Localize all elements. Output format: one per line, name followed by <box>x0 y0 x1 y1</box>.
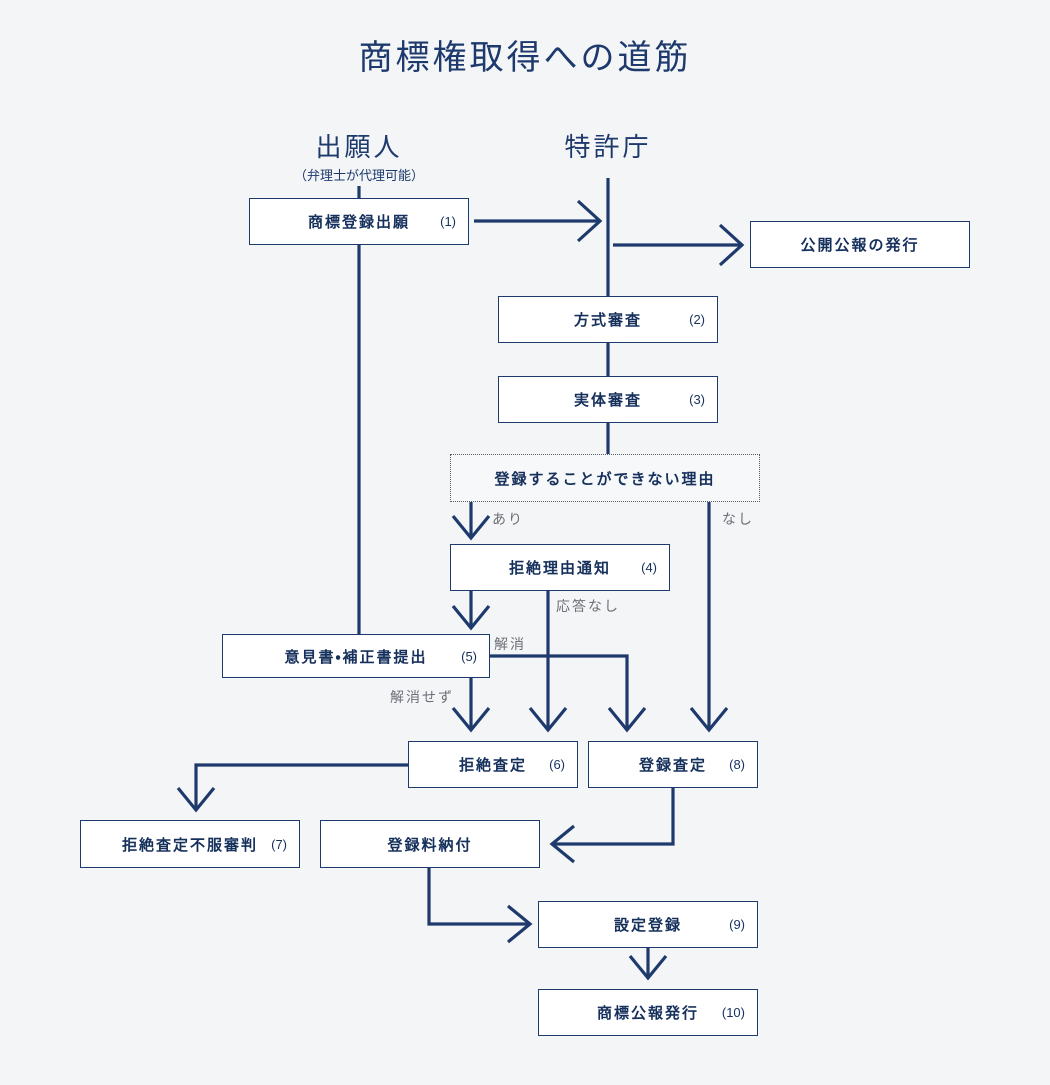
node-label: 登録することができない理由 <box>494 470 716 488</box>
wire-fee-to-n9 <box>427 868 530 926</box>
arrowhead-n6-to-n7 <box>176 786 216 813</box>
node-number: (5) <box>461 648 477 664</box>
node-formality-examination[interactable]: 方式審査 (2) <box>498 296 718 343</box>
node-label: 方式審査 <box>573 312 642 329</box>
arrowhead-n4-to-n5 <box>451 604 491 631</box>
node-label: 拒絶理由通知 <box>508 560 611 577</box>
arrowhead-dec-nashi <box>689 706 729 733</box>
node-number: (8) <box>729 757 745 772</box>
arrowhead-dec-ari <box>451 514 491 541</box>
edge-label-no-response: 応答なし <box>556 598 620 614</box>
node-label: 設定登録 <box>613 917 682 934</box>
column-subtitle-applicant: （弁理士が代理可能） <box>293 167 424 183</box>
node-label: 拒絶査定 <box>458 757 527 774</box>
arrowhead-jpo-to-pub <box>718 223 745 267</box>
node-written-opinion-amendment[interactable]: 意見書・補正書提出 (5) <box>222 634 490 678</box>
edge-label-ari: あり <box>492 511 524 527</box>
node-trademark-application[interactable]: 商標登録出願 (1) <box>249 198 469 245</box>
node-label: 商標登録出願 <box>307 214 410 231</box>
column-header-applicant: 出願人 （弁理士が代理可能） <box>259 132 459 184</box>
column-title-jpo: 特許庁 <box>564 132 652 162</box>
node-number: (4) <box>641 560 657 575</box>
node-label: 意見書・補正書提出 <box>284 648 428 666</box>
node-label: 実体審査 <box>573 392 642 409</box>
node-label: 公開公報の発行 <box>800 237 920 254</box>
arrowhead-n4-no-response <box>528 706 568 733</box>
column-header-jpo: 特許庁 <box>508 132 708 163</box>
edge-label-resolved: 解消 <box>494 636 526 652</box>
node-number: (1) <box>440 214 456 229</box>
arrowhead-n5-kaishosezu <box>451 706 491 733</box>
wire-n5-kaisho <box>490 654 629 730</box>
arrowhead-n8-to-fee <box>549 824 576 864</box>
node-registration-fee-payment[interactable]: 登録料納付 <box>320 820 540 868</box>
node-refusal-grounds-decision: 登録することができない理由 <box>450 454 760 502</box>
edge-label-not-resolved: 解消せず <box>390 689 454 705</box>
node-appeal-against-refusal[interactable]: 拒絶査定不服審判 (7) <box>80 820 300 868</box>
node-publication-gazette[interactable]: 公開公報の発行 <box>750 221 970 268</box>
wire-n6-to-n7 <box>194 763 408 810</box>
node-substantive-examination[interactable]: 実体審査 (3) <box>498 376 718 423</box>
arrowhead-n1-to-jpo <box>576 199 603 243</box>
wire-n8-to-fee <box>552 788 675 846</box>
node-number: (10) <box>721 1005 745 1020</box>
node-label: 拒絶査定不服審判 <box>121 836 258 854</box>
page-title: 商標権取得への道筋 <box>358 39 692 77</box>
arrowhead-n5-kaisho <box>607 706 647 733</box>
edge-label-nashi: なし <box>722 511 754 527</box>
node-number: (9) <box>729 917 745 932</box>
arrowhead-n9-to-n10 <box>628 954 668 981</box>
node-label: 登録査定 <box>638 757 707 774</box>
node-label: 登録料納付 <box>387 836 473 854</box>
node-number: (2) <box>689 312 705 327</box>
column-title-applicant: 出願人 <box>315 132 403 162</box>
node-label: 商標公報発行 <box>596 1005 699 1022</box>
node-trademark-gazette-issuance[interactable]: 商標公報発行 (10) <box>538 989 758 1036</box>
node-number: (3) <box>689 392 705 407</box>
node-number: (7) <box>271 836 287 852</box>
node-registration-establishment[interactable]: 設定登録 (9) <box>538 901 758 948</box>
node-number: (6) <box>549 757 565 772</box>
node-decision-of-refusal[interactable]: 拒絶査定 (6) <box>408 741 578 788</box>
node-decision-of-registration[interactable]: 登録査定 (8) <box>588 741 758 788</box>
arrowhead-fee-to-n9 <box>506 904 533 944</box>
node-notice-of-reasons-for-refusal[interactable]: 拒絶理由通知 (4) <box>450 544 670 591</box>
